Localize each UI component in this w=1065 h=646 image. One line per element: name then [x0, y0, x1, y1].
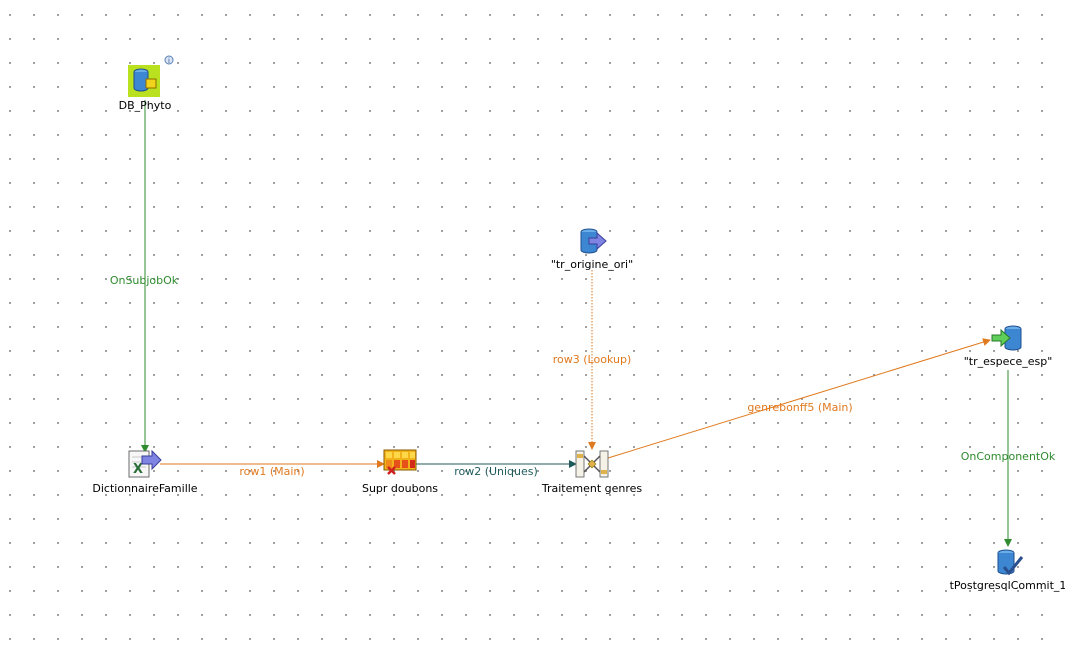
component-label: DictionnaireFamille: [92, 482, 198, 495]
db-output-icon: [991, 325, 1022, 351]
info-badge-icon: i: [164, 55, 174, 65]
link-genrebonff5[interactable]: genrebonff5 (Main): [607, 338, 991, 459]
component-tpostgresqlcommit-1[interactable]: tPostgresqlCommit_1: [928, 547, 1065, 592]
link-onsubjobok[interactable]: OnSubjobOk: [110, 100, 179, 453]
component-label: Supr doubons: [361, 482, 439, 495]
link-row3[interactable]: row3 (Lookup): [553, 270, 631, 450]
link-label-onsubjobok: OnSubjobOk: [110, 274, 179, 287]
link-row2[interactable]: row2 (Uniques): [416, 460, 577, 478]
component-supr-doubons[interactable]: Supr doubons: [320, 448, 480, 495]
component-dictionnaire-famille[interactable]: X DictionnaireFamille: [65, 448, 225, 495]
component-traitement-genres[interactable]: Traitement genres: [512, 448, 672, 495]
component-label: "tr_espece_esp": [963, 355, 1053, 368]
db-connection-icon: [128, 65, 160, 97]
component-label: Traitement genres: [541, 482, 643, 495]
link-oncomponentok[interactable]: OnComponentOk: [961, 370, 1056, 547]
component-label: DB_Phyto: [118, 99, 172, 112]
link-row1[interactable]: row1 (Main): [160, 460, 385, 478]
unique-row-icon: [383, 449, 417, 475]
component-tr-origine-ori[interactable]: "tr_origine_ori": [512, 226, 672, 271]
db-input-icon: [580, 228, 607, 254]
excel-input-icon: X: [128, 449, 162, 478]
link-label-row3: row3 (Lookup): [553, 353, 631, 366]
link-label-row2: row2 (Uniques): [454, 465, 538, 478]
db-commit-icon: [997, 549, 1024, 576]
link-label-row1: row1 (Main): [239, 465, 304, 478]
component-label: "tr_origine_ori": [550, 258, 634, 271]
svg-text:i: i: [168, 57, 170, 65]
link-label-oncomponentok: OnComponentOk: [961, 450, 1056, 463]
link-label-genrebonff5: genrebonff5 (Main): [747, 401, 852, 414]
component-db-phyto[interactable]: i DB_Phyto: [65, 55, 225, 112]
svg-text:X: X: [133, 462, 143, 477]
tmap-icon: [575, 450, 609, 478]
component-label: tPostgresqlCommit_1: [949, 579, 1065, 592]
component-tr-espece-esp[interactable]: "tr_espece_esp": [928, 323, 1065, 368]
